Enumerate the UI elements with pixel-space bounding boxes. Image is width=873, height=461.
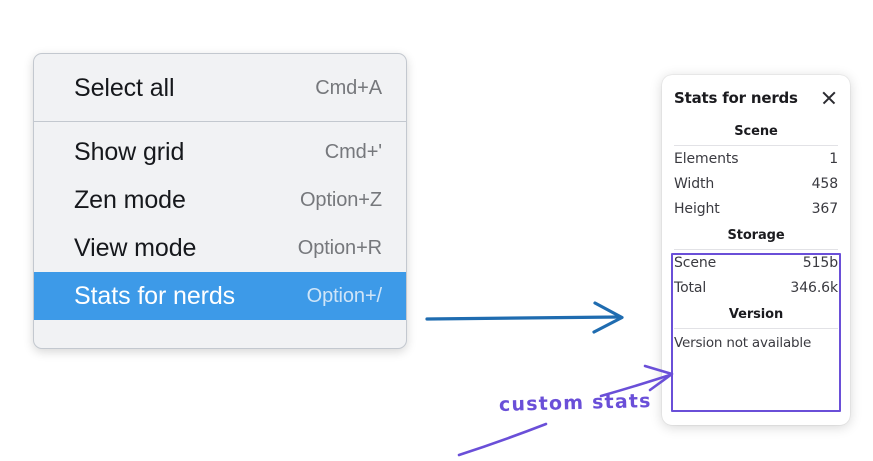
stat-value: 458 — [811, 176, 839, 192]
menu-item-label: Zen mode — [74, 185, 186, 214]
menu-item-label: Select all — [74, 73, 175, 102]
menu-item-show-grid[interactable]: Show grid Cmd+' — [34, 128, 406, 176]
menu-item-zen-mode[interactable]: Zen mode Option+Z — [34, 176, 406, 224]
stat-key: Width — [674, 176, 715, 192]
stat-value: 346.6k — [790, 280, 838, 296]
section-rule — [674, 328, 838, 329]
menu-divider — [34, 121, 406, 122]
context-menu[interactable]: Select all Cmd+A Show grid Cmd+' Zen mod… — [33, 53, 407, 349]
stat-row-width: Width 458 — [672, 171, 840, 196]
arrow-menu-to-panel-icon — [425, 301, 624, 334]
section-heading-storage: Storage — [727, 228, 785, 243]
menu-item-stats-for-nerds[interactable]: Stats for nerds Option+/ — [34, 272, 406, 320]
stats-for-nerds-panel: Stats for nerds Scene Elements 1 Width 4… — [662, 75, 850, 425]
menu-item-shortcut: Option+R — [297, 236, 382, 259]
menu-group-2: Show grid Cmd+' Zen mode Option+Z View m… — [34, 122, 406, 326]
stat-value: 515b — [802, 255, 838, 271]
stat-value: 367 — [811, 201, 839, 217]
annotation-underline-stroke — [457, 422, 548, 457]
stat-key: Scene — [674, 255, 717, 271]
menu-item-shortcut: Option+Z — [299, 188, 382, 211]
section-rule — [674, 145, 838, 146]
menu-item-shortcut: Option+/ — [306, 284, 382, 307]
stat-value: 1 — [829, 151, 838, 167]
menu-item-select-all[interactable]: Select all Cmd+A — [34, 64, 406, 112]
stat-key: Elements — [674, 151, 739, 167]
stats-panel-title: Stats for nerds — [674, 89, 798, 107]
custom-stats-annotation-label: custom stats — [498, 390, 652, 416]
section-heading-version: Version — [728, 307, 784, 322]
stat-key: Height — [674, 201, 720, 217]
menu-item-label: View mode — [74, 233, 197, 262]
stats-panel-header: Stats for nerds — [672, 75, 840, 117]
version-not-available-text: Version not available — [674, 335, 812, 351]
section-heading-scene: Scene — [734, 124, 778, 139]
close-icon[interactable] — [820, 89, 838, 107]
menu-item-shortcut: Cmd+' — [324, 140, 382, 163]
menu-item-view-mode[interactable]: View mode Option+R — [34, 224, 406, 272]
stat-key: Total — [674, 280, 707, 296]
stat-row-elements: Elements 1 — [672, 146, 840, 171]
menu-item-shortcut: Cmd+A — [315, 76, 382, 99]
stat-row-storage-scene: Scene 515b — [672, 250, 840, 275]
menu-item-label: Show grid — [74, 137, 185, 166]
menu-group-1: Select all Cmd+A — [34, 54, 406, 121]
stat-row-height: Height 367 — [672, 196, 840, 221]
section-rule — [674, 249, 838, 250]
menu-item-label: Stats for nerds — [74, 281, 236, 310]
stat-row-storage-total: Total 346.6k — [672, 275, 840, 300]
